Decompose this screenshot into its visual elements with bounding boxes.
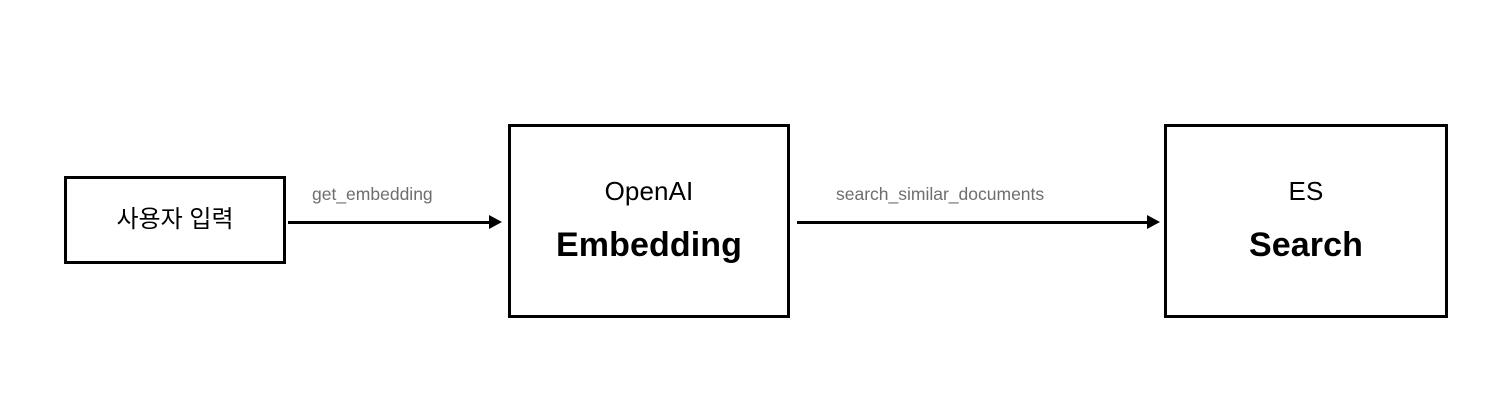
edge-label-search-similar-documents: search_similar_documents [836, 184, 1045, 204]
arrowhead-right-icon [1147, 215, 1160, 229]
node-es-search[interactable]: ES Search [1164, 124, 1448, 318]
node-es-search-subtitle: Search [1248, 226, 1363, 265]
edge-line-get-embedding [288, 221, 491, 224]
node-openai-embedding[interactable]: OpenAI Embedding [508, 124, 790, 318]
node-es-search-title: ES [1288, 176, 1324, 206]
arrowhead-right-icon [489, 215, 502, 229]
node-openai-embedding-title: OpenAI [604, 176, 694, 206]
node-openai-embedding-subtitle: Embedding [555, 226, 742, 265]
node-user-input-label: 사용자 입력 [116, 205, 234, 233]
node-user-input[interactable]: 사용자 입력 [64, 176, 286, 264]
edge-line-search-similar-documents [797, 221, 1149, 224]
edge-label-get-embedding: get_embedding [312, 184, 433, 204]
